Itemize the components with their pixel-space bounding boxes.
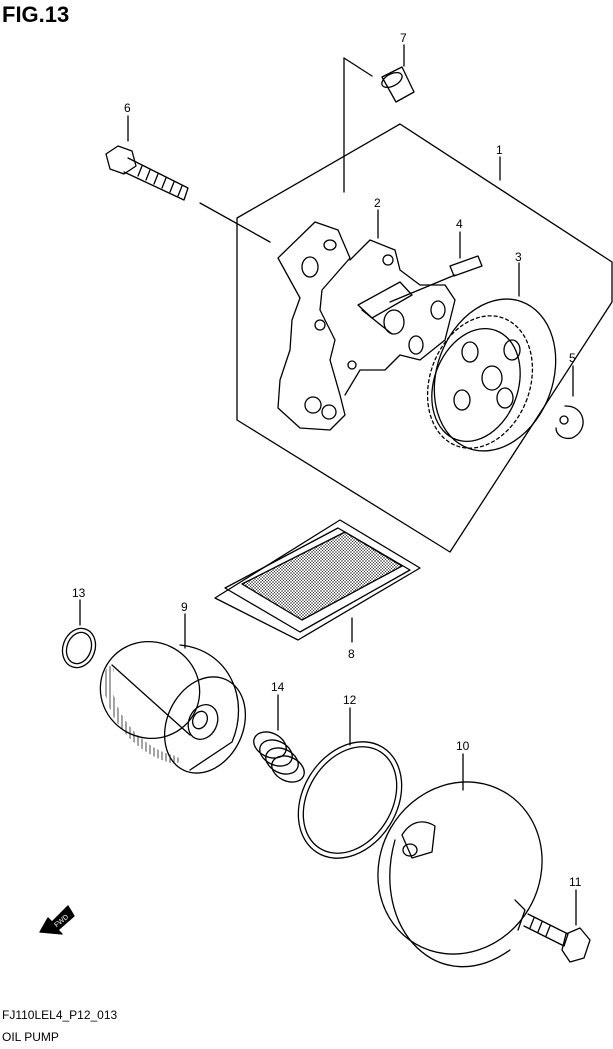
- callout-10: 10: [456, 739, 470, 753]
- callout-4: 4: [456, 217, 463, 231]
- callout-2: 2: [374, 196, 381, 210]
- callout-8: 8: [348, 647, 355, 661]
- callout-12: 12: [343, 693, 357, 707]
- part-2-pump-body: [277, 209, 456, 431]
- figure-title: FIG.13: [2, 2, 70, 27]
- callout-7: 7: [400, 31, 407, 45]
- callout-14: 14: [271, 680, 285, 694]
- fwd-direction-arrow: [39, 905, 75, 935]
- figure-caption: OIL PUMP: [2, 1030, 59, 1044]
- part-5-circlip: [555, 365, 584, 440]
- callout-9: 9: [181, 600, 188, 614]
- part-3-driven-gear: [426, 262, 557, 452]
- part-7-dowel-sleeve: [343, 44, 415, 193]
- part-12-large-o-ring: [297, 707, 403, 859]
- callout-6: 6: [124, 101, 131, 115]
- part-13-o-ring: [61, 599, 97, 669]
- callout-13: 13: [72, 586, 86, 600]
- callout-3: 3: [515, 250, 522, 264]
- part-8-oil-strainer: [214, 519, 421, 643]
- callout-1: 1: [496, 143, 503, 157]
- part-14-spring: [253, 694, 305, 783]
- assembly-frame: [236, 123, 613, 553]
- callout-5: 5: [569, 351, 576, 365]
- part-4-pin: [389, 231, 483, 303]
- part-9-oil-filter: [99, 613, 247, 774]
- callout-11: 11: [569, 875, 582, 889]
- part-11-bolt: [523, 889, 591, 963]
- part-6-bolt: [105, 115, 271, 243]
- part-10-filter-cap: [377, 753, 543, 968]
- drawing-code: FJ110LEL4_P12_013: [2, 1008, 118, 1022]
